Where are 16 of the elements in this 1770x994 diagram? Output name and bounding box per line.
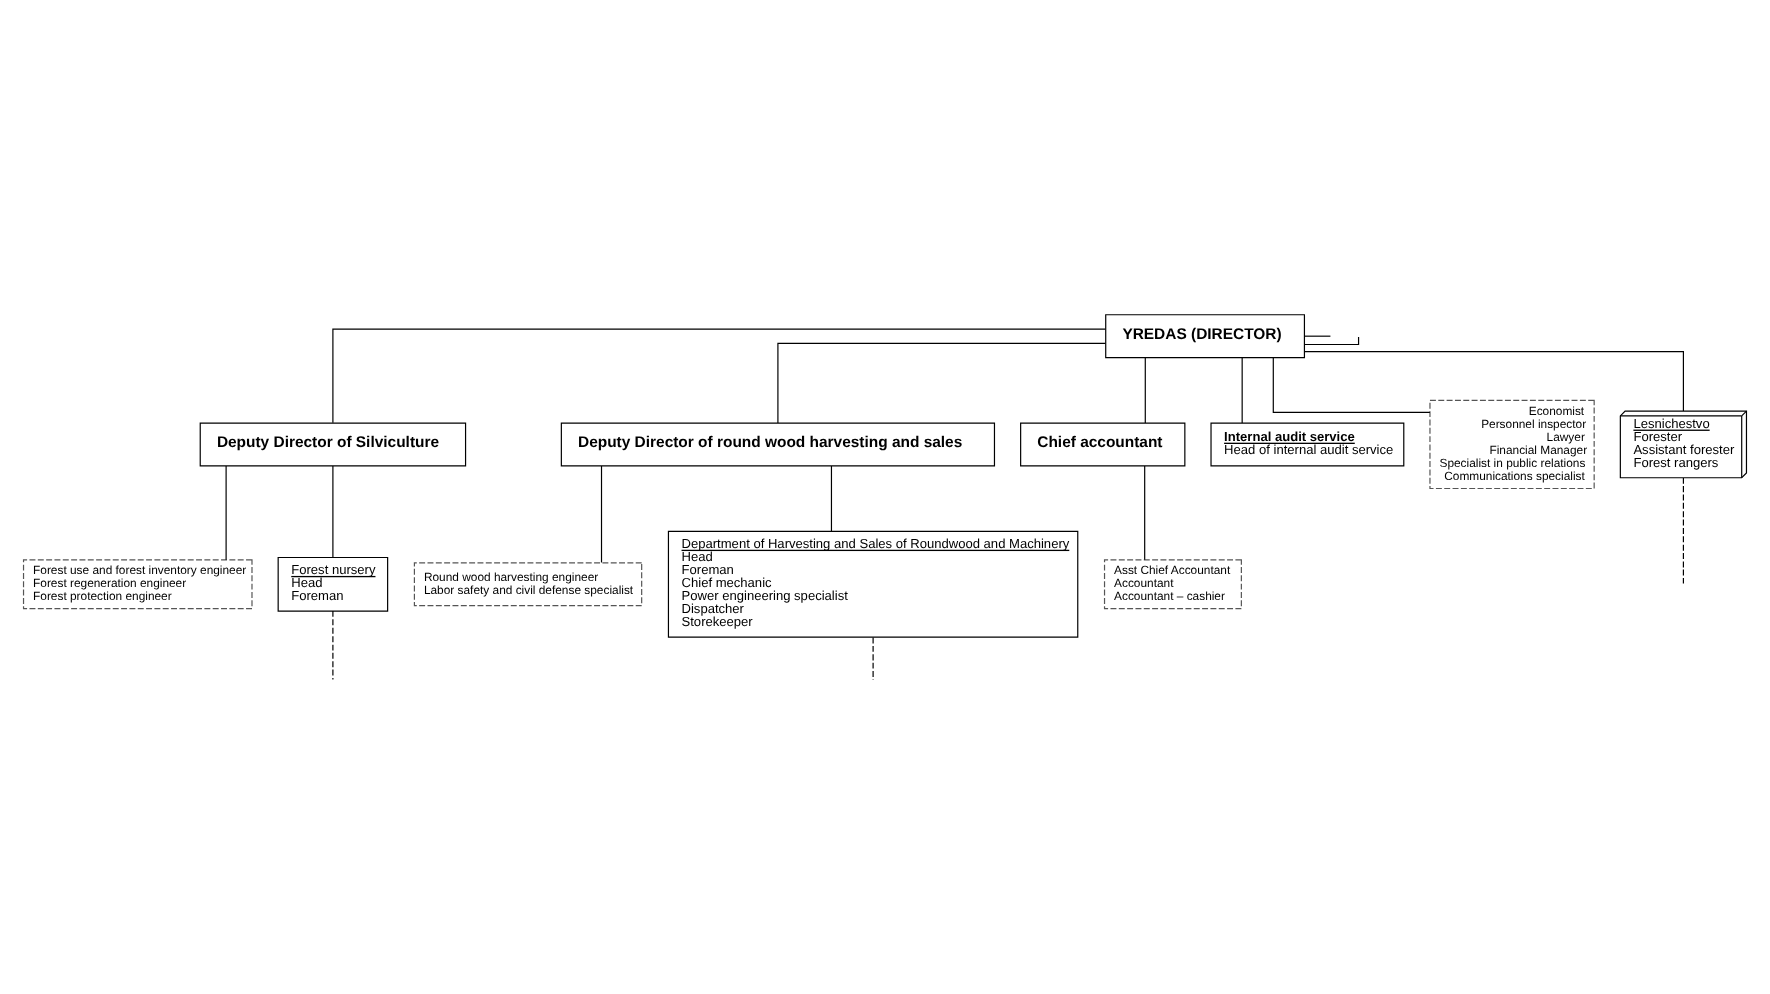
- connector: [1682, 476, 1684, 584]
- connector: [332, 464, 334, 557]
- connector: [777, 341, 1107, 423]
- connector: [830, 464, 833, 531]
- connector: [332, 327, 1107, 423]
- connector: [332, 609, 334, 680]
- connector: [1303, 335, 1360, 345]
- connector: [1144, 464, 1146, 560]
- connector: [1272, 356, 1431, 412]
- connector: [1304, 350, 1684, 411]
- connector: [600, 464, 603, 563]
- connector: [1303, 334, 1331, 336]
- connector: [225, 464, 227, 560]
- connector: [1241, 356, 1243, 423]
- connector: [1144, 356, 1146, 423]
- connector: [872, 635, 874, 680]
